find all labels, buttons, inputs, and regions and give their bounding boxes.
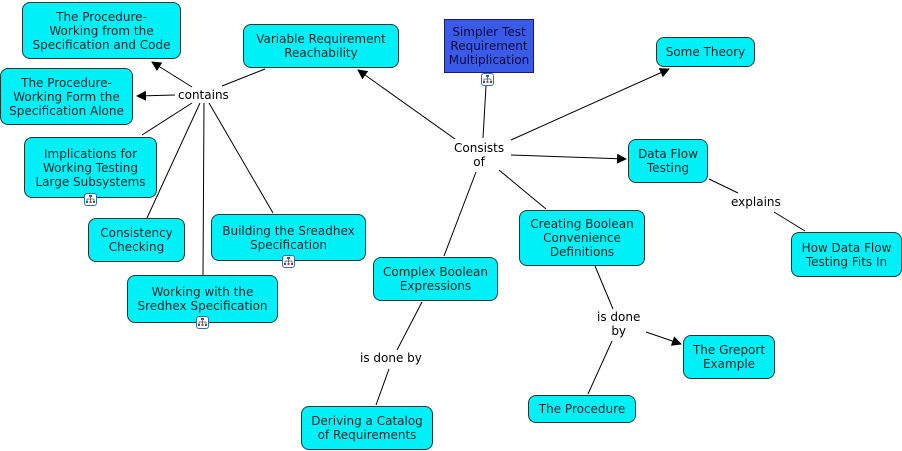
link-creating-to-isdoneby bbox=[594, 265, 614, 310]
link-consists-to-theory bbox=[510, 68, 670, 141]
link-contains-to-consistency bbox=[146, 102, 201, 219]
link-explains-to-howdataflow bbox=[773, 211, 806, 232]
concept-the-procedure[interactable]: The Procedure bbox=[528, 395, 636, 423]
submap-icon[interactable] bbox=[282, 255, 295, 268]
link-consists-to-creating bbox=[498, 169, 547, 210]
link-variable-to-contains bbox=[221, 68, 266, 87]
link-isdoneby-to-deriving bbox=[375, 368, 390, 406]
link-consists-to-dataflow bbox=[510, 153, 627, 164]
submap-icon[interactable] bbox=[481, 73, 494, 86]
link-contains-to-working-sredhex bbox=[202, 102, 205, 277]
concept-some-theory[interactable]: Some Theory bbox=[656, 37, 755, 67]
link-contains-to-building bbox=[208, 102, 274, 214]
concept-simpler-test[interactable]: Simpler Test Requirement Multiplication bbox=[444, 19, 534, 73]
concept-complex-boolean[interactable]: Complex Boolean Expressions bbox=[373, 257, 498, 301]
link-dataflow-to-explains bbox=[708, 178, 739, 194]
submap-icon[interactable] bbox=[196, 316, 209, 329]
link-consists-to-variable bbox=[357, 69, 456, 140]
link-label-is-done-by-2: is done by bbox=[595, 310, 643, 338]
link-complex-to-isdoneby bbox=[396, 301, 423, 351]
link-simpler-to-consists bbox=[482, 85, 487, 139]
link-contains-to-implications bbox=[141, 102, 193, 136]
link-label-contains: contains bbox=[176, 88, 231, 102]
concept-proc-spec-code[interactable]: The Procedure- Working from the Specific… bbox=[22, 2, 181, 59]
link-contains-to-proc-spec-code bbox=[151, 61, 193, 88]
submap-icon[interactable] bbox=[84, 193, 97, 206]
concept-implications[interactable]: Implications for Working Testing Large S… bbox=[24, 137, 157, 198]
concept-greport[interactable]: The Greport Example bbox=[683, 335, 775, 379]
link-label-is-done-by-1: is done by bbox=[358, 351, 424, 365]
link-contains-to-proc-spec-alone bbox=[136, 90, 176, 101]
link-label-explains: explains bbox=[729, 195, 783, 209]
link-isdoneby-to-greport bbox=[645, 331, 682, 346]
link-isdoneby-to-procedure bbox=[587, 340, 613, 395]
link-consists-to-complex bbox=[443, 171, 477, 257]
concept-proc-spec-alone[interactable]: The Procedure- Working Form the Specific… bbox=[0, 68, 133, 125]
concept-working-sredhex[interactable]: Working with the Sredhex Specification bbox=[127, 275, 278, 323]
concept-deriving-catalog[interactable]: Deriving a Catalog of Requirements bbox=[301, 406, 433, 450]
concept-data-flow[interactable]: Data Flow Testing bbox=[628, 139, 708, 183]
concept-building-sreadhex[interactable]: Building the Sreadhex Specification bbox=[211, 214, 366, 261]
concept-how-data-flow[interactable]: How Data Flow Testing Fits In bbox=[791, 232, 902, 277]
concept-creating-boolean[interactable]: Creating Boolean Convenience Definitions bbox=[519, 210, 645, 266]
concept-variable-req[interactable]: Variable Requirement Reachability bbox=[243, 24, 399, 68]
link-label-consists-of: Consists of bbox=[452, 141, 507, 169]
concept-consistency[interactable]: Consistency Checking bbox=[88, 218, 185, 262]
